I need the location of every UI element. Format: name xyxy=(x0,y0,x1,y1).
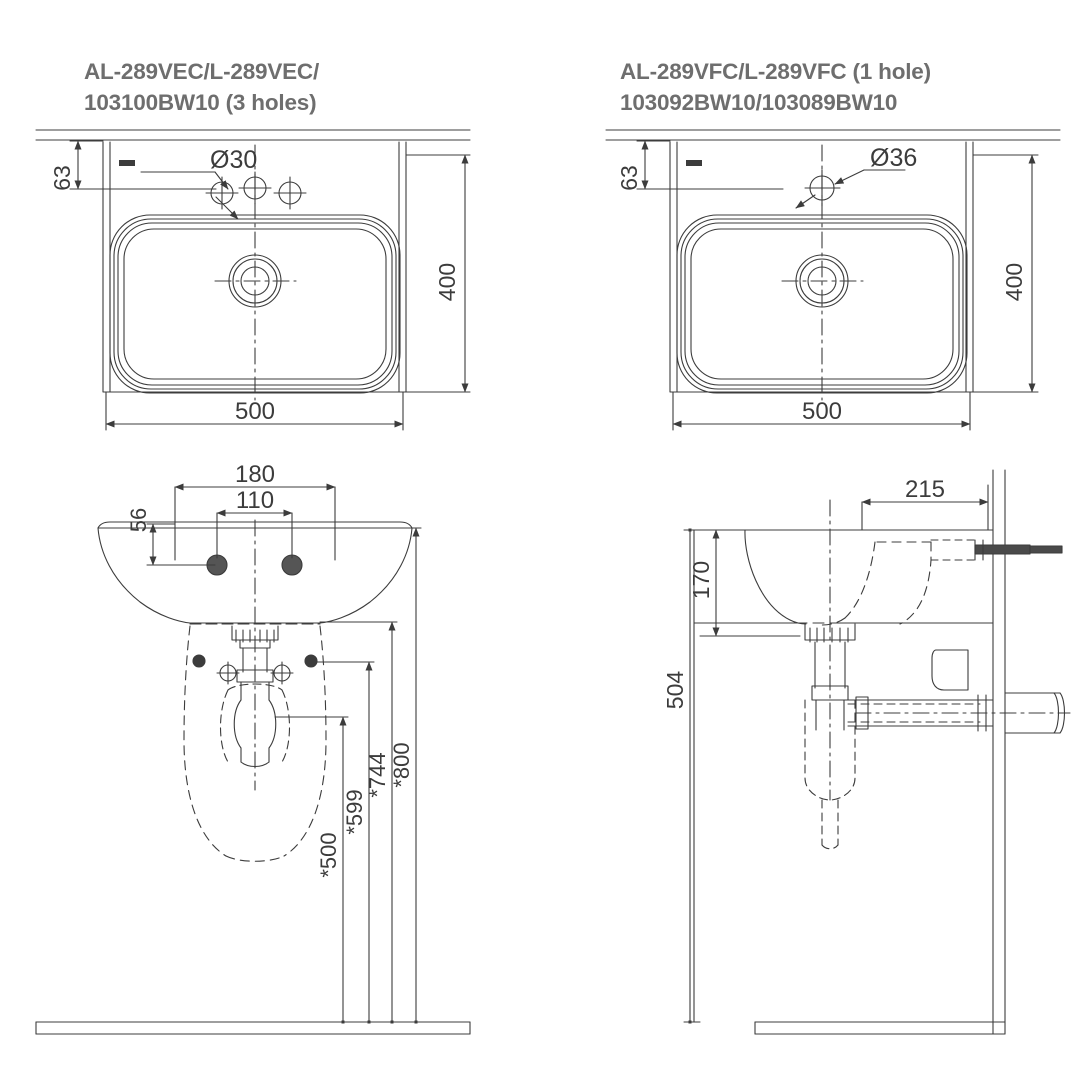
dim-label-400-left: 400 xyxy=(434,263,460,301)
dimension-170 xyxy=(699,529,801,637)
dim-label-504: 504 xyxy=(662,671,688,710)
plan-view-1-hole xyxy=(605,129,1061,431)
dim-label-63-left: 63 xyxy=(49,165,75,191)
dimension-744-star xyxy=(319,621,398,1024)
side-elevation-view xyxy=(683,469,1071,1035)
floor-line-left xyxy=(35,1021,471,1035)
dim-label-744-star: *744 xyxy=(365,752,390,797)
fixing-point-left xyxy=(216,661,240,685)
brand-logo-mark-right xyxy=(686,160,702,166)
front-elevation-view xyxy=(35,483,471,1035)
dimension-400-left xyxy=(405,154,471,393)
overflow-slot xyxy=(931,649,969,691)
diameter-30-leader xyxy=(140,171,239,220)
bowl-profile-side xyxy=(744,529,807,625)
dim-label-599-star: *599 xyxy=(342,789,367,834)
dim-label-215: 215 xyxy=(905,476,945,503)
dim-label-500-left: 500 xyxy=(235,398,275,425)
diameter-36-leader xyxy=(795,169,906,209)
dimension-800-star xyxy=(409,527,422,1024)
mounting-bolt-right xyxy=(304,654,318,668)
trap-hidden-side xyxy=(804,699,856,850)
mounting-bolt-left xyxy=(192,654,206,668)
title-right-line1: AL-289VFC/L-289VFC (1 hole) xyxy=(620,59,931,84)
dim-label-180: 180 xyxy=(235,461,275,488)
wall-bolt-bracket xyxy=(974,539,1063,561)
dimension-500-right xyxy=(672,391,971,431)
floor-line-right xyxy=(754,1021,1006,1035)
tap-hole-2 xyxy=(238,171,272,205)
dimension-215 xyxy=(861,484,989,531)
title-left-line2: 103100BW10 (3 holes) xyxy=(84,90,317,115)
dimension-63-right xyxy=(636,140,784,190)
dimension-63-left xyxy=(69,140,217,190)
waste-pipe-hidden xyxy=(847,703,981,723)
dim-label-800-star: *800 xyxy=(389,742,414,787)
dimension-500-left xyxy=(105,391,404,431)
dim-label-56: 56 xyxy=(126,508,151,532)
title-left-line1: AL-289VEC/L-289VEC/ xyxy=(84,59,320,84)
wall-vertical-right xyxy=(992,469,1006,1035)
dim-label-500-star: *500 xyxy=(316,832,341,877)
dimension-504 xyxy=(683,528,701,1024)
wall-outlet-pipe xyxy=(1004,692,1066,734)
brand-logo-mark-left xyxy=(119,160,135,166)
dimension-599-star xyxy=(315,661,375,1024)
trap-hidden-outline xyxy=(220,683,290,763)
wall-band-right xyxy=(605,129,1061,141)
dim-label-500-right: 500 xyxy=(802,398,842,425)
wall-bolt-hidden xyxy=(930,539,976,561)
title-right-line2: 103092BW10/103089BW10 xyxy=(620,90,898,115)
waste-pipe-horizontal xyxy=(847,694,994,732)
wall-band-left xyxy=(35,129,471,141)
basin-underside-hidden xyxy=(183,625,327,862)
tap-hole-single-right xyxy=(804,169,841,207)
dimension-400-right xyxy=(972,154,1039,393)
dim-label-diameter-30: Ø30 xyxy=(210,146,257,174)
dimension-text-layer: 63 Ø30 400 500 63 Ø36 400 500 180 110 56… xyxy=(49,144,1027,878)
title-left-model: AL-289VEC/L-289VEC/ 103100BW10 (3 holes) xyxy=(84,56,319,118)
tap-hole-group-left xyxy=(205,171,307,210)
dim-label-110: 110 xyxy=(236,487,274,514)
plan-view-3-hole xyxy=(35,129,471,431)
tap-hole-3 xyxy=(273,176,307,210)
bowl-back-hidden xyxy=(821,541,932,626)
dim-label-170: 170 xyxy=(688,561,714,599)
fixing-point-right xyxy=(270,661,294,685)
dim-label-400-right: 400 xyxy=(1001,263,1027,301)
dim-label-63-right: 63 xyxy=(616,165,642,191)
dimension-500-star xyxy=(274,716,349,1024)
dimension-56 xyxy=(146,523,216,566)
dim-label-diameter-36: Ø36 xyxy=(870,144,917,172)
title-right-model: AL-289VFC/L-289VFC (1 hole) 103092BW10/1… xyxy=(620,56,931,118)
dimension-110 xyxy=(216,509,293,559)
